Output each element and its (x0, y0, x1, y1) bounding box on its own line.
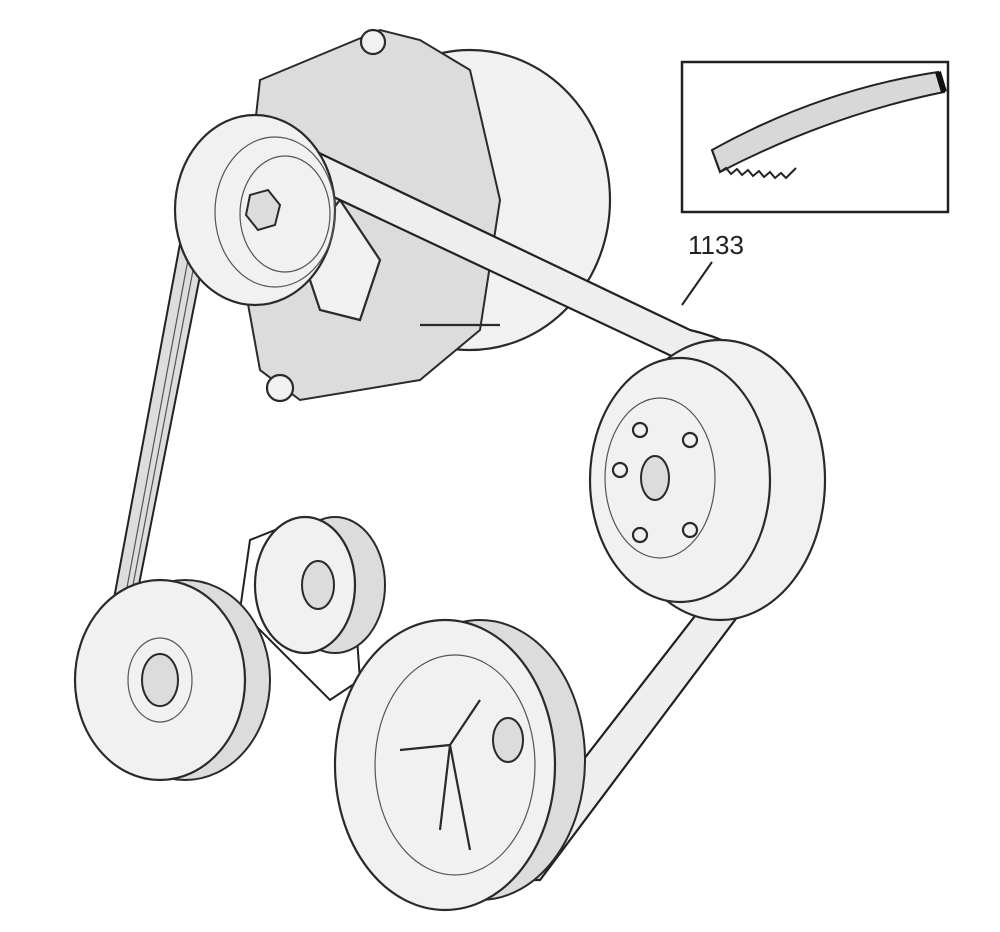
part-number-label: 1133 (688, 230, 744, 260)
pulley-nut-icon (244, 188, 282, 232)
water-pump-pulley (333, 618, 586, 912)
alternator-pulley (173, 113, 337, 307)
power-steering-pulley (73, 578, 271, 782)
label-leader-line (681, 261, 713, 306)
idler-pulley (253, 515, 386, 655)
crankshaft-pulley (588, 338, 827, 622)
belt-cross-section-inset (680, 60, 950, 214)
